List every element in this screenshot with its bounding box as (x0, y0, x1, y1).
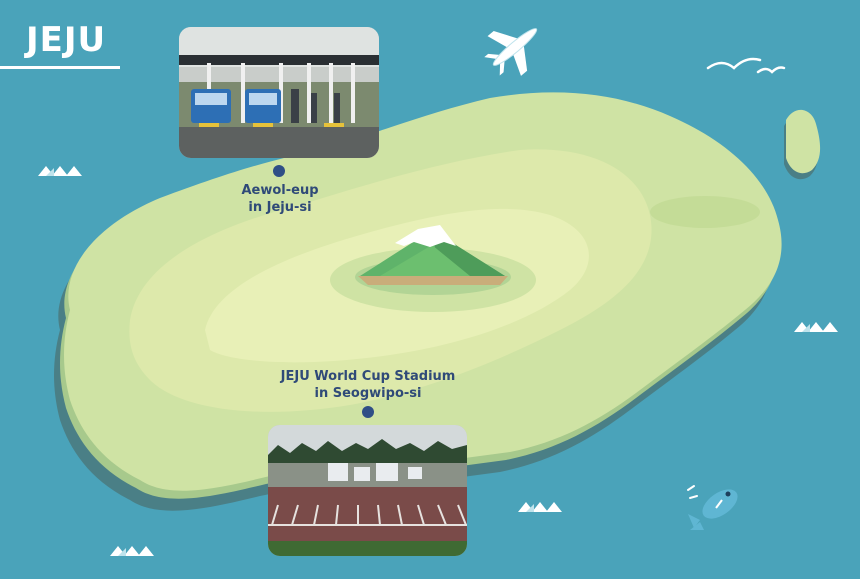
east-plateau (650, 196, 760, 228)
stadium-parking-lot-photo (268, 425, 467, 556)
mountain-icon (358, 225, 508, 285)
airplane-icon (484, 28, 538, 76)
stadium-label: JEJU World Cup Stadium in Seogwipo-si (268, 368, 468, 402)
islet (786, 109, 821, 174)
aewol-label-line1: Aewol-eup (241, 183, 319, 198)
bus-charging-station-photo (179, 27, 379, 158)
stadium-pin[interactable] (362, 406, 374, 418)
aewol-label: Aewol-eup in Jeju-si (215, 182, 345, 216)
aewol-pin[interactable] (273, 165, 285, 177)
fish-icon (687, 485, 738, 530)
stadium-label-line2: in Seogwipo-si (314, 386, 422, 401)
aewol-label-line2: in Jeju-si (248, 200, 312, 215)
seagull-icon (706, 57, 786, 74)
title-underline (0, 66, 120, 69)
map-title: JEJU (26, 20, 107, 60)
stadium-label-line1: JEJU World Cup Stadium (280, 369, 456, 384)
